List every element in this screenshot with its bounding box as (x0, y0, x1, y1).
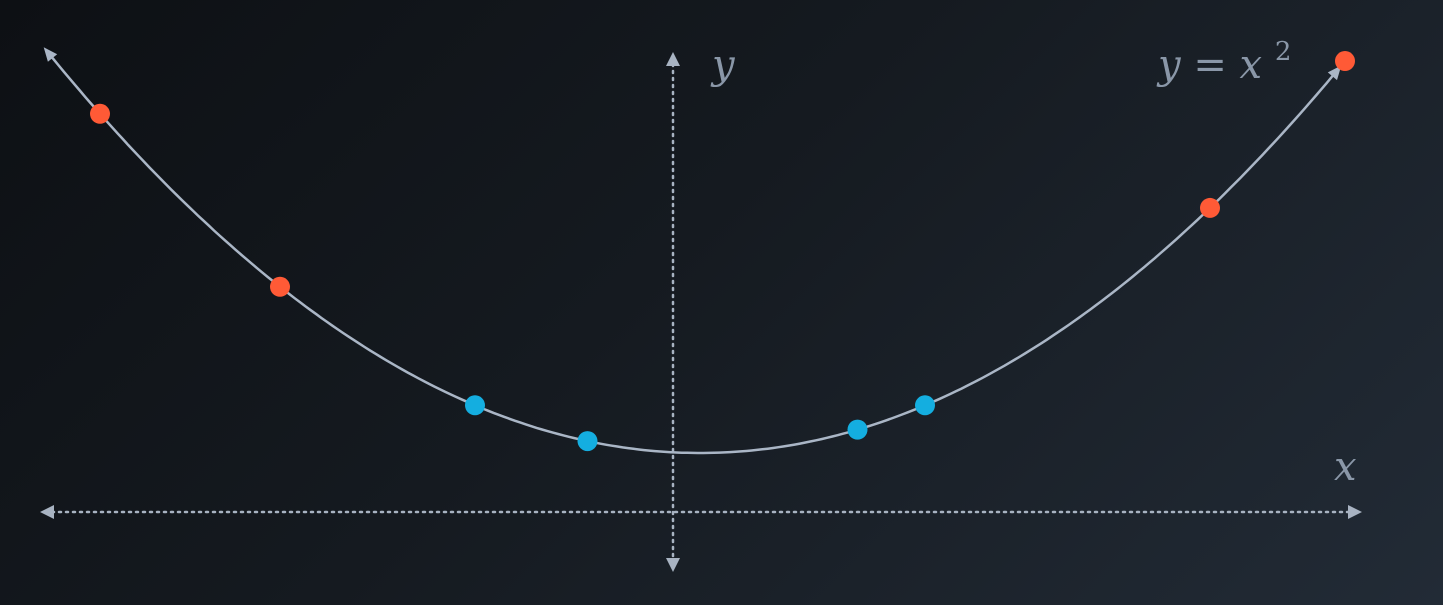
curve-left-arrow-icon (43, 47, 58, 62)
inner-point-3 (847, 419, 868, 440)
curve-equation-exponent: 2 (1275, 37, 1292, 67)
y-axis-label: y (710, 42, 736, 88)
curve-equation-label: y = x 2 (1156, 37, 1291, 88)
x-axis-right-arrow-icon (1348, 505, 1362, 519)
y-axis-bottom-arrow-icon (666, 558, 680, 572)
outer-point-3 (1200, 197, 1220, 218)
parabola-curve (46, 51, 1339, 455)
x-axis-left-arrow-icon (40, 505, 54, 519)
curve-equation-base: y = x (1156, 42, 1262, 88)
outer-point-2 (270, 276, 290, 297)
y-axis-top-arrow-icon (666, 52, 680, 66)
curve-right-arrow-icon (1327, 65, 1342, 81)
outer-point-1 (90, 103, 110, 124)
inner-point-2 (577, 431, 598, 452)
inner-point-1 (465, 395, 485, 416)
inner-point-4 (915, 395, 935, 416)
outer-point-4 (1335, 51, 1355, 72)
x-axis-label: x (1334, 444, 1357, 490)
curve-points (90, 51, 1355, 452)
